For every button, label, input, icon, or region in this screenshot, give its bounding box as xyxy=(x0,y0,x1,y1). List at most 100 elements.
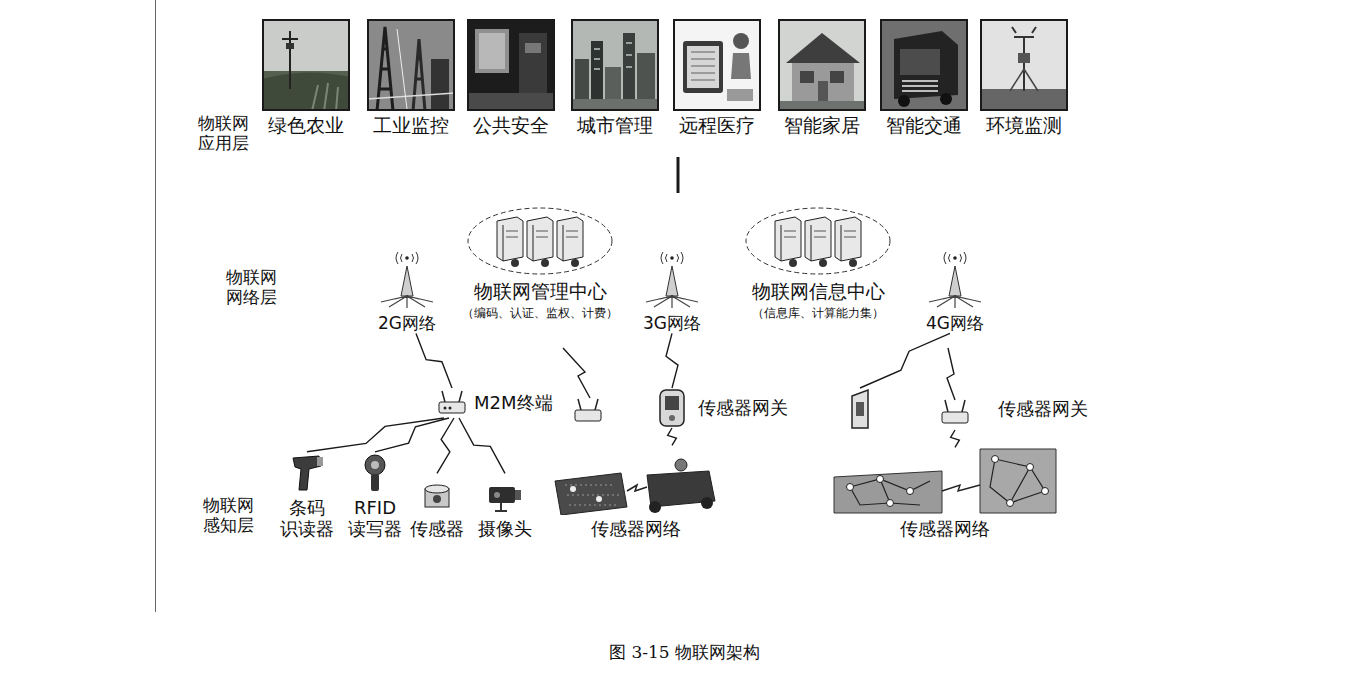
figure-part xyxy=(670,256,674,260)
application-name: 公共安全 xyxy=(473,114,549,137)
figure-part xyxy=(494,492,500,498)
wireless-bolt xyxy=(947,348,955,400)
application-tile: 智能交通 xyxy=(880,19,968,137)
figure-part xyxy=(433,495,441,503)
figure-part xyxy=(1010,69,1038,91)
figure-part xyxy=(596,496,602,502)
device-name: 传感器网络 xyxy=(900,518,990,540)
figure-part xyxy=(666,266,678,296)
figure-part xyxy=(687,46,719,88)
figure-part xyxy=(533,225,534,261)
network-name: 4G网络 xyxy=(926,313,984,333)
figure-part xyxy=(495,503,507,511)
tower-icon xyxy=(642,250,702,310)
camera-icon xyxy=(485,473,525,515)
figure-part xyxy=(841,225,842,261)
figure-part xyxy=(830,71,844,83)
figure-part xyxy=(506,231,518,237)
figure-part xyxy=(992,456,999,463)
figure-part xyxy=(779,20,865,110)
figure-part xyxy=(262,71,350,111)
figure-part xyxy=(1007,500,1014,507)
figure-part xyxy=(578,399,598,410)
layer-plane-outline xyxy=(155,383,1195,545)
figure-part xyxy=(511,259,519,267)
device-node: 摄像头 xyxy=(478,473,532,540)
cloud-icon xyxy=(465,205,615,277)
scanner-icon xyxy=(287,452,327,494)
application-name: 环境监测 xyxy=(986,114,1062,137)
figure-part xyxy=(701,497,713,509)
figure-part xyxy=(503,225,504,261)
figure-part xyxy=(980,89,1068,111)
router-icon xyxy=(436,388,468,418)
figure-part xyxy=(1012,27,1036,37)
caption-box: 图 3-15 物联网架构 xyxy=(0,642,1369,662)
figure-part xyxy=(475,29,509,73)
figure-part xyxy=(627,485,647,491)
wireless-link xyxy=(951,430,960,447)
device-name: 传感器网络 xyxy=(591,518,681,540)
figure-part xyxy=(468,20,554,110)
application-name: 城市管理 xyxy=(577,114,653,137)
figure-part xyxy=(660,390,684,426)
figure-part xyxy=(263,20,349,110)
device-name: RFID 读写器 xyxy=(345,497,405,540)
figure-part xyxy=(805,217,831,261)
tower-icon xyxy=(377,250,437,310)
application-tile: 城市管理 xyxy=(571,19,659,137)
figure-part xyxy=(940,93,952,105)
figure-part xyxy=(525,43,541,53)
gwL-icon xyxy=(572,388,692,428)
figure-part xyxy=(792,63,854,101)
figure-part xyxy=(381,296,433,308)
figure-part xyxy=(929,296,981,308)
figure-part xyxy=(781,225,782,261)
figure-part xyxy=(949,266,961,296)
figure-part xyxy=(856,402,864,416)
network-node: 3G网络 xyxy=(642,250,702,333)
figure-part xyxy=(1042,488,1049,495)
figure-part xyxy=(775,217,801,261)
wireless-link xyxy=(307,418,444,452)
wireless-link xyxy=(416,333,452,388)
figure-part xyxy=(515,490,521,500)
device-name: 条码 识读器 xyxy=(276,497,338,540)
gateway-node: 传感器网关 xyxy=(842,388,1088,430)
application-name: 工业监控 xyxy=(373,114,449,137)
application-tile: 绿色农业 xyxy=(262,19,350,137)
figure-part xyxy=(945,400,965,412)
figure-part xyxy=(368,20,454,110)
wireless-link xyxy=(860,333,950,388)
layer-plane: 物联网 网络层2G网络物联网管理中心（编码、认证、监权、计费）3G网络物联网信息… xyxy=(155,193,1195,343)
figure-part xyxy=(571,19,659,111)
device-node: RFID 读写器 xyxy=(345,452,405,540)
application-name: 绿色农业 xyxy=(268,114,344,137)
figure-part xyxy=(479,33,505,69)
figure-part xyxy=(439,402,465,413)
application-tile: 远程医疗 xyxy=(673,19,761,137)
application-name: 智能交通 xyxy=(886,114,962,137)
center-name: （编码、认证、监权、计费） xyxy=(462,306,618,320)
layer-name: 物联网 感知层 xyxy=(200,495,256,536)
figure-part xyxy=(1027,464,1034,471)
figure-part xyxy=(778,19,866,111)
network-node: 2G网络 xyxy=(377,250,437,333)
layer-label-box: 物联网 感知层 xyxy=(200,495,256,536)
figure-part xyxy=(733,33,749,49)
figure-part xyxy=(262,19,350,111)
figure-part xyxy=(674,20,760,110)
figure-part xyxy=(405,256,409,260)
application-photo xyxy=(262,19,350,111)
figure-part xyxy=(646,296,698,308)
device-name: M2M终端 xyxy=(474,392,553,414)
layer-plane: 物联网 感知层M2M终端传感器网关传感器网关条码 识读器RFID 读写器传感器摄… xyxy=(155,383,1195,545)
figure-part xyxy=(902,81,938,91)
figure-part xyxy=(818,81,828,101)
figure-part xyxy=(396,252,418,264)
figure-part xyxy=(669,415,675,421)
gwR-icon xyxy=(842,388,992,430)
layer-label-box: 物联网 网络层 xyxy=(223,267,279,308)
figure-part xyxy=(665,396,679,410)
figure-part xyxy=(847,484,854,491)
